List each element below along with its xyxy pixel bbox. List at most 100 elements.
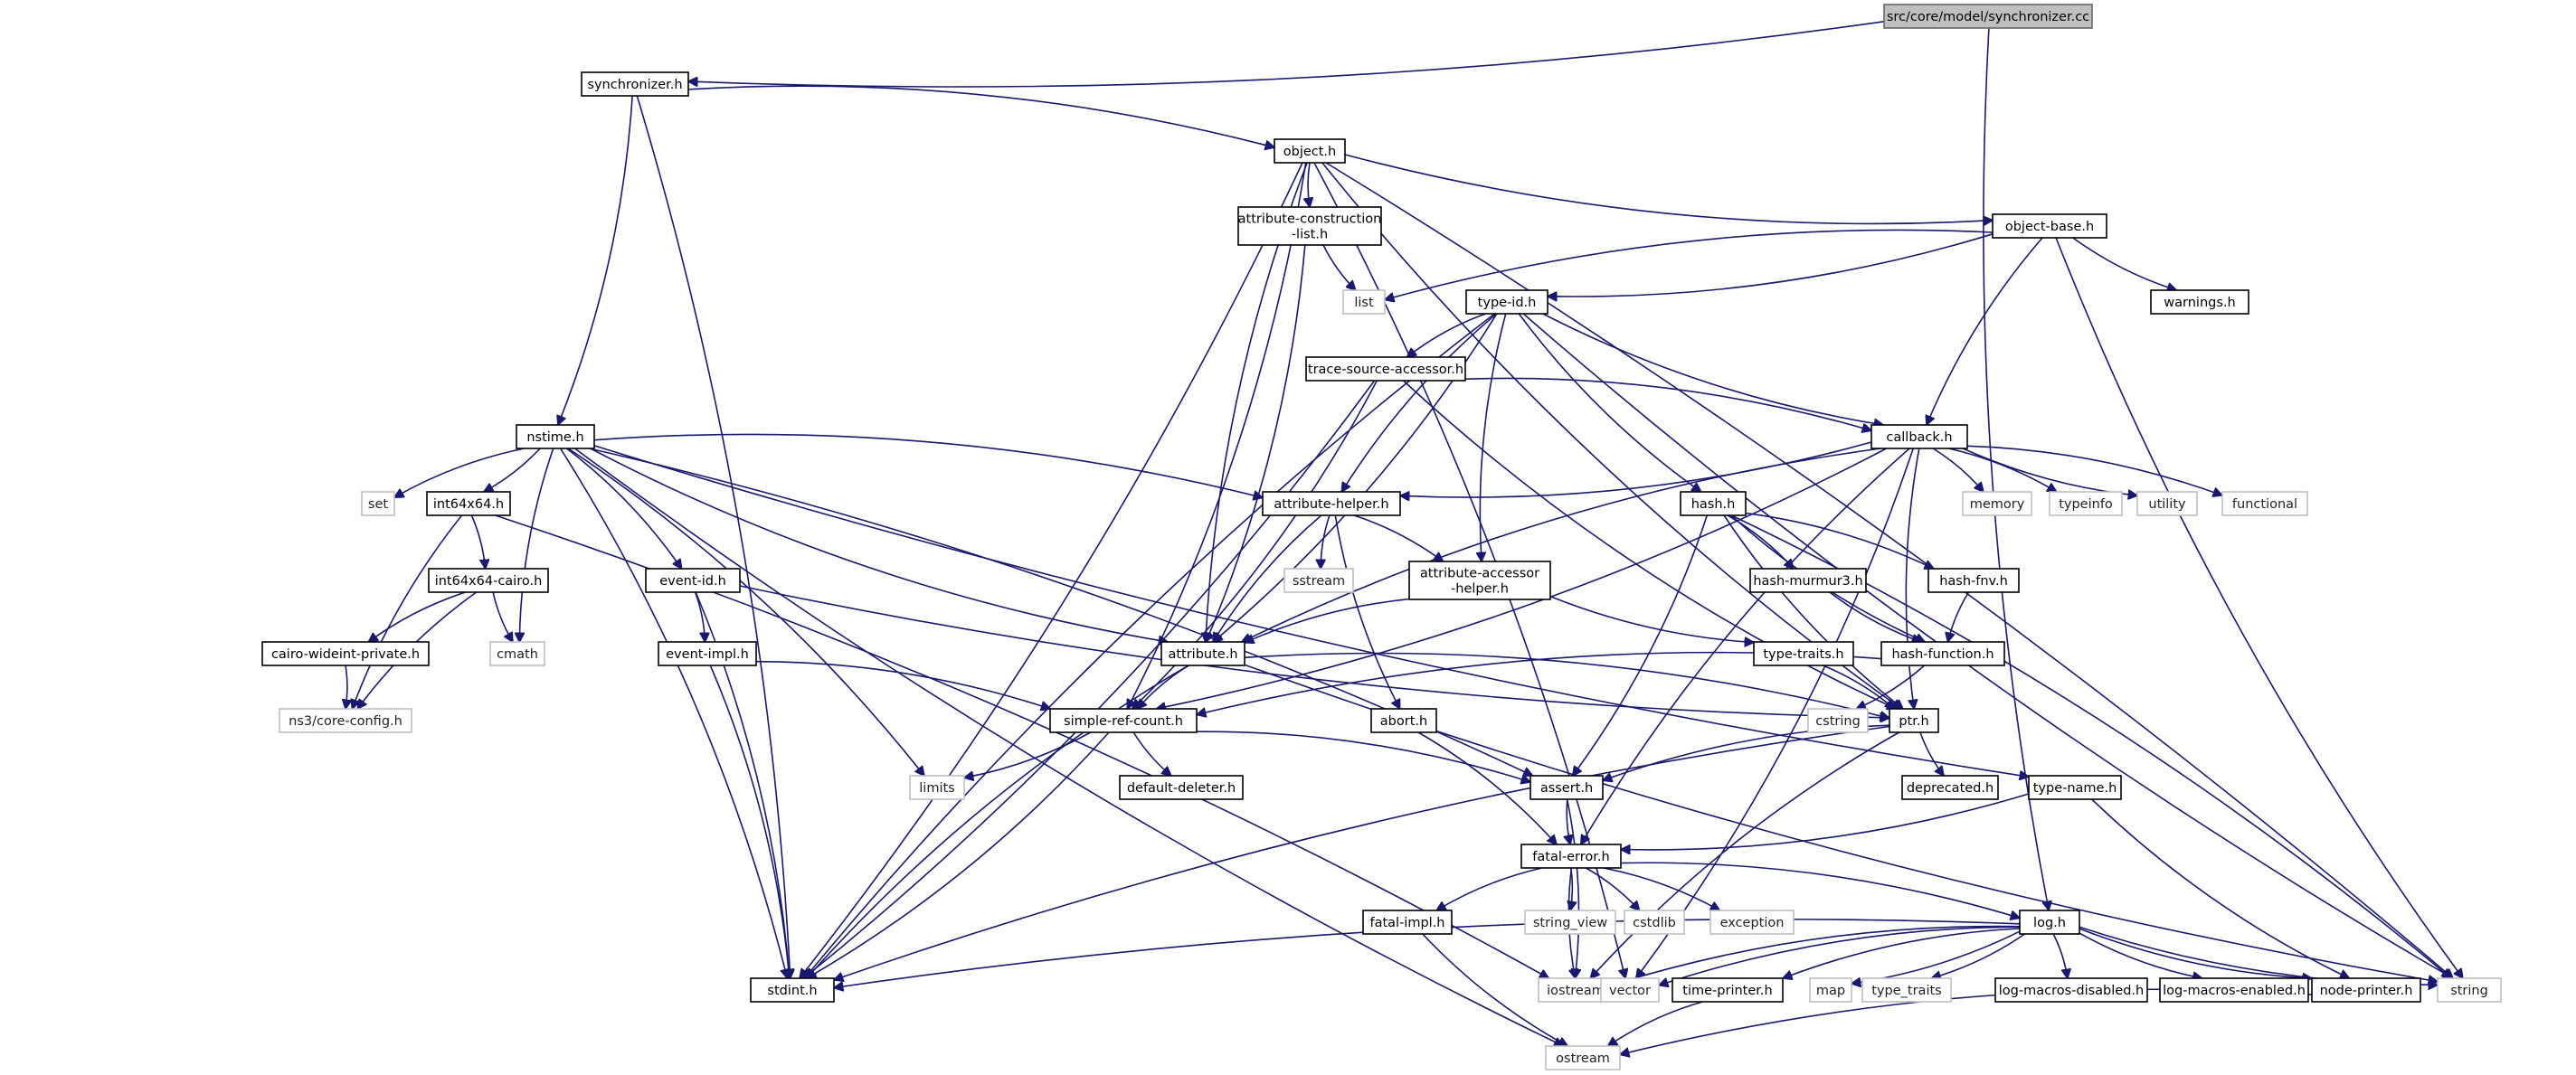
node-label: type-name.h (2033, 781, 2117, 796)
node-label: cmath (497, 647, 538, 662)
edge-trace-source-to-stdint-h (803, 380, 1376, 978)
edge-callback-h-to-attribute-helper-h (1400, 441, 1872, 497)
node-event-impl-h[interactable]: event-impl.h (658, 641, 757, 666)
node-simple-ref-count[interactable]: simple-ref-count.h (1049, 708, 1198, 733)
node-attr-accessor-helper[interactable]: attribute-accessor-helper.h (1408, 561, 1551, 600)
node-box (2159, 977, 2309, 1003)
node-core-config: ns3/core-config.h (279, 708, 412, 733)
node-node-printer[interactable]: node-printer.h (2311, 977, 2421, 1003)
node-box (1870, 424, 1968, 449)
node-warnings-h[interactable]: warnings.h (2150, 289, 2249, 315)
node-attr-construction[interactable]: attribute-construction-list.h (1237, 206, 1382, 246)
node-box (1520, 844, 1622, 869)
node-box (2019, 910, 2080, 935)
node-label: src/core/model/synchronizer.cc (1887, 10, 2089, 24)
node-nstime-h[interactable]: nstime.h (516, 424, 595, 449)
node-fatal-error-h[interactable]: fatal-error.h (1520, 844, 1622, 869)
node-hash-fnv[interactable]: hash-fnv.h (1927, 568, 2020, 593)
edge-attribute-h-to-stdint-h (807, 665, 1189, 978)
node-time-printer[interactable]: time-printer.h (1672, 977, 1784, 1003)
node-box (2311, 977, 2421, 1003)
node-synchronizer-h[interactable]: synchronizer.h (581, 71, 689, 97)
node-ptr-h[interactable]: ptr.h (1889, 708, 1939, 733)
node-type-id-h[interactable]: type-id.h (1465, 289, 1548, 315)
node-object-h[interactable]: object.h (1274, 138, 1346, 164)
node-label: limits (919, 781, 954, 796)
node-box (1927, 568, 2020, 593)
node-attribute-h[interactable]: attribute.h (1160, 641, 1245, 666)
node-callback-h[interactable]: callback.h (1870, 424, 1968, 449)
node-default-deleter[interactable]: default-deleter.h (1119, 775, 1244, 800)
node-log-h[interactable]: log.h (2019, 910, 2080, 935)
edge-fatal-error-h-to-fatal-impl-h (1436, 867, 1542, 910)
node-label: deprecated.h (1907, 781, 1994, 796)
node-box (1362, 910, 1453, 935)
node-type-traits-h[interactable]: type-traits.h (1753, 641, 1854, 666)
edge-cairo-wideint-to-core-config (346, 665, 347, 709)
node-assert-h[interactable]: assert.h (1530, 775, 1604, 800)
node-label: -list.h (1292, 228, 1328, 242)
dependency-edges (346, 21, 2463, 1055)
edge-event-impl-h-to-stdint-h (709, 665, 789, 978)
node-label: exception (1720, 916, 1785, 930)
node-log-macros-disabled[interactable]: log-macros-disabled.h (1994, 977, 2148, 1003)
node-label: string_view (1533, 916, 1607, 930)
node-fatal-impl-h[interactable]: fatal-impl.h (1362, 910, 1453, 935)
node-box (1237, 206, 1382, 246)
node-cstdlib: cstdlib (1624, 910, 1685, 935)
node-event-id-h[interactable]: event-id.h (645, 568, 741, 593)
node-type-name-h[interactable]: type-name.h (2028, 775, 2122, 800)
node-label: list (1354, 296, 1374, 310)
edge-log-h-to-vector (1659, 926, 2021, 985)
edge-ptr-h-to-assert-h (1603, 724, 1890, 780)
edge-callback-h-to-typeinfo (1948, 448, 2056, 492)
node-hash-murmur3[interactable]: hash-murmur3.h (1749, 568, 1867, 593)
edge-assert-h-to-fatal-error-h (1567, 798, 1570, 844)
edge-int64x64-cairo-to-cmath (492, 591, 513, 642)
edge-fatal-impl-h-to-ostream (1422, 933, 1567, 1046)
node-box (1160, 641, 1245, 666)
node-box (1880, 641, 2005, 666)
node-stdint-h[interactable]: stdint.h (750, 977, 835, 1003)
edge-nstime-h-to-ostream (574, 448, 1564, 1046)
edge-log-h-to-time-printer (1783, 928, 2021, 978)
node-box (279, 708, 412, 733)
edge-assert-h-to-iostream (1566, 798, 1579, 978)
node-object-base-h[interactable]: object-base.h (1992, 213, 2107, 239)
node-label: warnings.h (2164, 296, 2235, 310)
edge-object-h-to-ptr-h (1321, 162, 1901, 709)
node-box (1370, 708, 1437, 733)
node-box (581, 71, 689, 97)
node-label: fatal-error.h (1532, 850, 1609, 864)
edge-fatal-error-h-to-cstdlib (1586, 867, 1639, 910)
edge-attribute-helper-h-to-sstream (1321, 514, 1331, 569)
node-box (1807, 708, 1869, 733)
node-abort-h[interactable]: abort.h (1370, 708, 1437, 733)
node-hash-h[interactable]: hash.h (1680, 491, 1747, 516)
node-box (658, 641, 757, 666)
node-label: memory (1970, 497, 2025, 512)
node-cairo-wideint[interactable]: cairo-wideint-private.h (261, 641, 430, 666)
node-attribute-helper-h[interactable]: attribute-helper.h (1262, 491, 1401, 516)
node-int64x64-h[interactable]: int64x64.h (426, 491, 511, 516)
node-label: vector (1609, 984, 1651, 998)
node-set: set (361, 491, 395, 516)
node-deprecated-h[interactable]: deprecated.h (1901, 775, 1999, 800)
node-trace-source[interactable]: trace-source-accessor.h (1305, 356, 1466, 382)
node-label: hash-fnv.h (1939, 574, 2008, 589)
edge-object-h-to-string (1325, 162, 2453, 978)
node-int64x64-cairo[interactable]: int64x64-cairo.h (428, 568, 549, 593)
edge-log-h-to-iostream (1613, 925, 2021, 985)
edge-root-to-log-h (1983, 27, 2049, 910)
edge-attribute-helper-h-to-attr-accessor-helper (1353, 514, 1443, 561)
edge-event-impl-h-to-simple-ref-count (755, 660, 1050, 709)
node-exception: exception (1709, 910, 1795, 935)
edge-simple-ref-count-to-stdint-h (807, 731, 1110, 978)
edge-nstime-h-to-type-name-h (593, 445, 2029, 777)
node-hash-function-h[interactable]: hash-function.h (1880, 641, 2005, 666)
node-log-macros-enabled[interactable]: log-macros-enabled.h (2159, 977, 2309, 1003)
edge-ptr-h-to-stdint-h (834, 725, 1890, 980)
node-root[interactable]: src/core/model/synchronizer.cc (1883, 4, 2093, 29)
node-box (1749, 568, 1867, 593)
